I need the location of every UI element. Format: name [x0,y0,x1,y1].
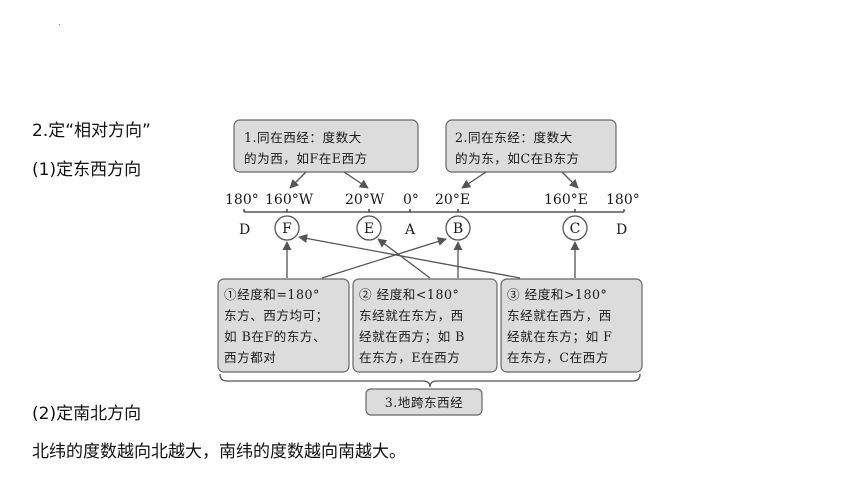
bottom-box-2-line-3: 经就在西方；如 B [359,329,465,345]
bottom-box-2-line-1: ② 经度和<180° [359,287,459,302]
conclusion-text: 北纬的度数越向北越大，南纬的度数越向南越大。 [32,442,406,462]
point-a: A [404,222,416,238]
bottom-box-3 [500,278,643,373]
stray-dot [59,24,60,25]
span-box [365,388,483,416]
arrow-to-160e [561,171,579,189]
subheading-east-west: (1)定东西方向 [32,160,142,180]
top-box-west [233,119,419,173]
point-f: F [282,221,292,237]
subheading-north-south: (2)定南北方向 [32,404,142,424]
point-e: E [364,221,374,237]
section-heading: 2.定“相对方向” [32,121,151,141]
bottom-box-2 [352,278,498,373]
top-box-east-line-1: 2.同在东经：度数大 [455,130,573,145]
bottom-box-3-line-3: 经就在东方；如 F [507,329,612,345]
point-d-left: D [239,222,250,238]
circle-c [562,215,588,241]
circle-e [356,215,382,241]
top-box-west-line-2: 的为西，如F在E西方 [244,151,368,166]
bottom-box-2-line-2: 东经就在东方，西 [359,308,464,323]
bottom-box-3-line-1: ③ 经度和>180° [507,287,607,302]
label-180-right: 180° [606,192,640,208]
bottom-box-1-line-4: 西方都对 [224,350,276,365]
point-b: B [453,221,463,237]
label-180-left: 180° [225,192,259,208]
top-box-east [445,119,617,173]
bottom-box-1-line-2: 东方、西方均可； [224,308,329,324]
bottom-box-3-line-4: 在东方，C在西方 [507,350,609,365]
bottom-box-3-line-2: 东经就在西方，西 [507,308,612,323]
arrow-box3-to-f [298,234,521,279]
label-160e: 160°E [544,192,588,208]
bottom-box-2-line-4: 在东方，E在西方 [359,350,460,365]
arrow-to-160w [289,171,307,189]
bottom-box-1-line-3: 如 B在F的东方、 [224,329,326,344]
arrow-to-20w [343,171,369,189]
label-20e: 20°E [435,192,470,208]
top-box-east-line-2: 的为东，如C在B东方 [455,151,580,166]
arrow-to-20e [461,171,487,189]
circle-f [274,215,300,241]
bottom-box-1 [217,278,350,373]
point-d-right: D [616,222,627,238]
bottom-box-1-line-1: ①经度和=180° [224,287,320,302]
arrow-box2-to-e [377,238,431,279]
arrow-box1-to-b [321,237,447,279]
label-0: 0° [403,192,419,208]
span-box-label: 3.地跨东西经 [385,395,464,410]
label-160w: 160°W [265,192,314,208]
label-20w: 20°W [345,192,385,208]
point-c: C [570,221,581,237]
bottom-brace [219,373,641,388]
top-box-west-line-1: 1.同在西经：度数大 [244,130,362,145]
circle-b [445,215,471,241]
